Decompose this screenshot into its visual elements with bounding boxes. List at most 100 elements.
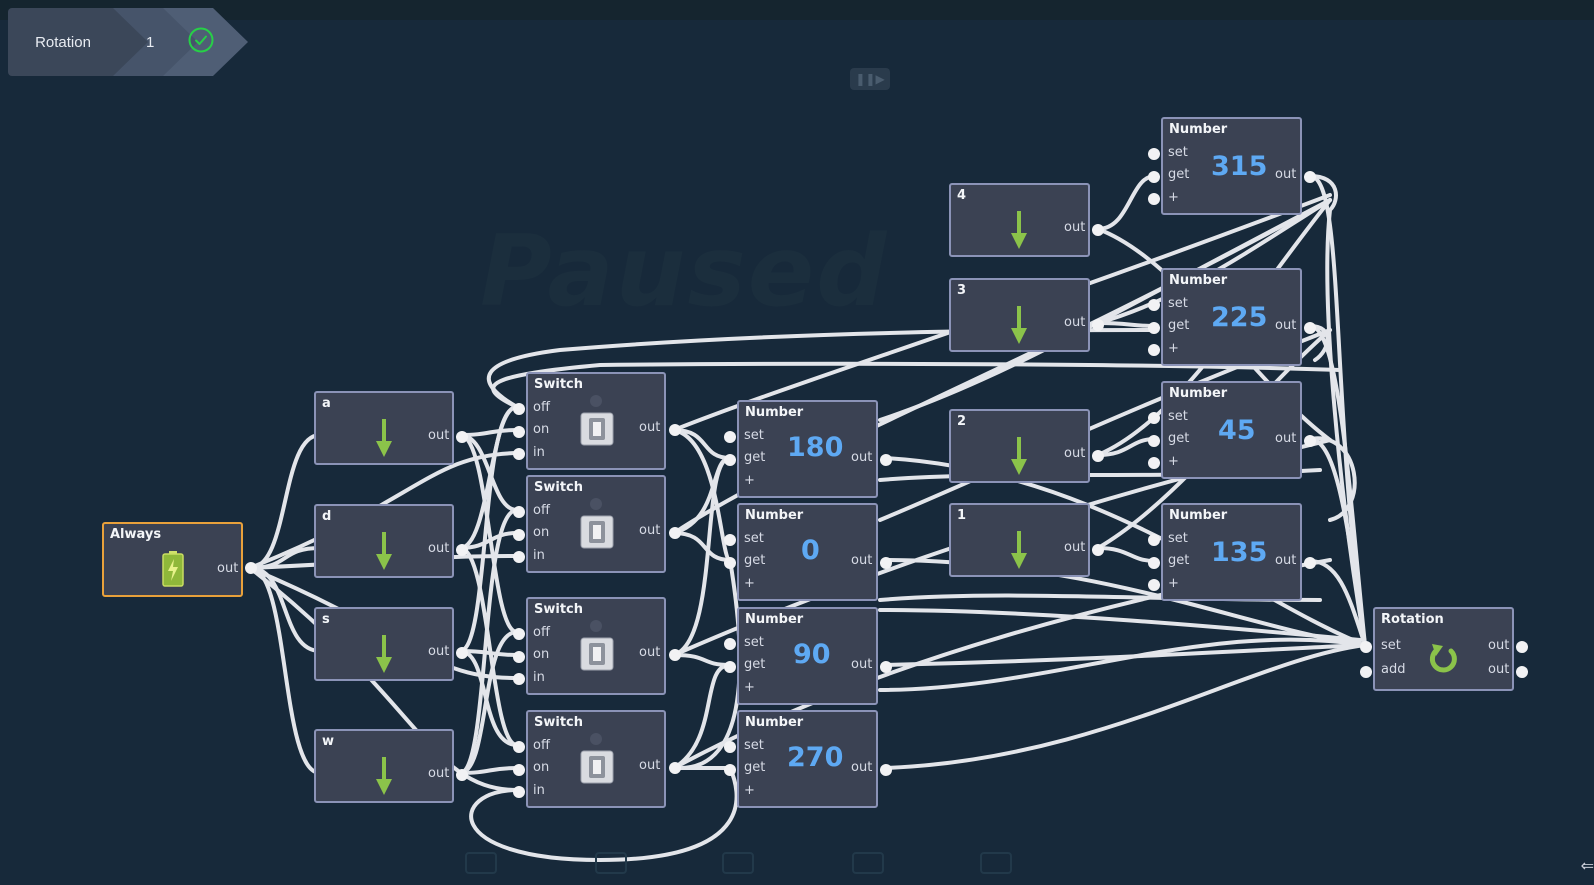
toolbar-icon[interactable] — [980, 852, 1012, 874]
in-port[interactable] — [513, 786, 525, 798]
get-port[interactable] — [1148, 435, 1160, 447]
set-label: set — [744, 428, 764, 443]
out-port[interactable] — [669, 649, 681, 661]
out-port[interactable] — [1092, 450, 1104, 462]
off-port[interactable] — [513, 628, 525, 640]
out-port[interactable] — [1304, 557, 1316, 569]
number-value: 135 — [1211, 537, 1268, 568]
rotation-node[interactable]: Rotation set add out out — [1360, 607, 1528, 691]
on-port[interactable] — [513, 764, 525, 776]
out-port[interactable] — [1516, 666, 1528, 678]
plus-port[interactable] — [1148, 579, 1160, 591]
out-port[interactable] — [880, 661, 892, 673]
out-port[interactable] — [1092, 224, 1104, 236]
out-port[interactable] — [1304, 435, 1316, 447]
get-port[interactable] — [1148, 557, 1160, 569]
toggle-switch-icon[interactable] — [580, 412, 614, 446]
key-d-node[interactable]: d out — [314, 504, 468, 578]
set-port[interactable] — [1148, 148, 1160, 160]
switch-indicator — [590, 733, 602, 745]
number-node-0[interactable]: Number set get + 0 out — [724, 503, 892, 601]
toolbar-icon[interactable] — [465, 852, 497, 874]
out-port[interactable] — [456, 647, 468, 659]
set-port[interactable] — [1360, 641, 1372, 653]
node-title: Number — [1169, 273, 1228, 288]
node-title: Number — [745, 715, 804, 730]
out-port[interactable] — [245, 562, 257, 574]
off-port[interactable] — [513, 403, 525, 415]
down-arrow-icon — [1011, 306, 1027, 344]
set-port[interactable] — [724, 638, 736, 650]
key-4-node[interactable]: 4 out — [949, 183, 1104, 257]
out-port[interactable] — [1092, 319, 1104, 331]
in-port[interactable] — [513, 673, 525, 685]
get-port[interactable] — [724, 661, 736, 673]
number-node-180[interactable]: Number set get + 180 out — [724, 400, 892, 498]
toggle-switch-icon[interactable] — [580, 637, 614, 671]
in-port[interactable] — [513, 448, 525, 460]
toggle-switch-icon[interactable] — [580, 515, 614, 549]
pause-play-button[interactable]: ❚❚▶ — [850, 68, 890, 90]
off-port[interactable] — [513, 506, 525, 518]
out-port[interactable] — [880, 764, 892, 776]
set-port[interactable] — [1148, 299, 1160, 311]
set-port[interactable] — [724, 534, 736, 546]
in-label: in — [533, 445, 545, 460]
on-port[interactable] — [513, 651, 525, 663]
out-port[interactable] — [880, 557, 892, 569]
toggle-switch-icon[interactable] — [580, 750, 614, 784]
collapse-arrow-icon[interactable]: ⇐ — [1580, 856, 1594, 875]
key-2-node[interactable]: 2 out — [949, 409, 1104, 483]
out-port[interactable] — [669, 527, 681, 539]
out-port[interactable] — [1092, 544, 1104, 556]
out-label: out — [428, 766, 450, 781]
on-port[interactable] — [513, 426, 525, 438]
key-a-node[interactable]: a out — [314, 391, 468, 465]
get-port[interactable] — [724, 454, 736, 466]
number-node-45[interactable]: Number set get + 45 out — [1148, 381, 1316, 479]
get-port[interactable] — [724, 764, 736, 776]
switch-node-3[interactable]: Switch off on in out — [513, 597, 681, 695]
set-port[interactable] — [1148, 412, 1160, 424]
number-node-225[interactable]: Number set get + 225 out — [1148, 268, 1316, 366]
out-port[interactable] — [456, 431, 468, 443]
out-port[interactable] — [456, 544, 468, 556]
get-port[interactable] — [1148, 322, 1160, 334]
toolbar-icon[interactable] — [852, 852, 884, 874]
number-node-135[interactable]: Number set get + 135 out — [1148, 503, 1316, 601]
node-title: Switch — [534, 480, 584, 495]
off-port[interactable] — [513, 741, 525, 753]
toolbar-icon[interactable] — [722, 852, 754, 874]
plus-port[interactable] — [1148, 193, 1160, 205]
switch-node-2[interactable]: Switch off on in out — [513, 475, 681, 573]
plus-port[interactable] — [1148, 457, 1160, 469]
key-1-node[interactable]: 1 out — [949, 503, 1104, 577]
toolbar-icon[interactable] — [595, 852, 627, 874]
out-port[interactable] — [669, 424, 681, 436]
out-port[interactable] — [1516, 641, 1528, 653]
on-port[interactable] — [513, 529, 525, 541]
breadcrumb-root[interactable]: Rotation — [8, 8, 148, 76]
number-node-270[interactable]: Number set get + 270 out — [724, 710, 892, 808]
switch-node-4[interactable]: Switch off on in out — [513, 710, 681, 808]
set-port[interactable] — [724, 431, 736, 443]
get-port[interactable] — [1148, 171, 1160, 183]
set-port[interactable] — [724, 741, 736, 753]
number-node-315[interactable]: Number set get + 315 out — [1148, 117, 1316, 215]
out-port[interactable] — [1304, 171, 1316, 183]
key-w-node[interactable]: w out — [314, 729, 468, 803]
set-port[interactable] — [1148, 534, 1160, 546]
out-port[interactable] — [669, 762, 681, 774]
add-port[interactable] — [1360, 666, 1372, 678]
out-port[interactable] — [880, 454, 892, 466]
plus-port[interactable] — [1148, 344, 1160, 356]
always-node[interactable]: Always out — [102, 522, 257, 597]
number-node-90[interactable]: Number set get + 90 out — [724, 607, 892, 705]
out-port[interactable] — [1304, 322, 1316, 334]
key-3-node[interactable]: 3 out — [949, 278, 1104, 352]
out-port[interactable] — [456, 769, 468, 781]
get-port[interactable] — [724, 557, 736, 569]
in-port[interactable] — [513, 551, 525, 563]
switch-node-1[interactable]: Switch off on in out — [513, 372, 681, 470]
key-s-node[interactable]: s out — [314, 607, 468, 681]
